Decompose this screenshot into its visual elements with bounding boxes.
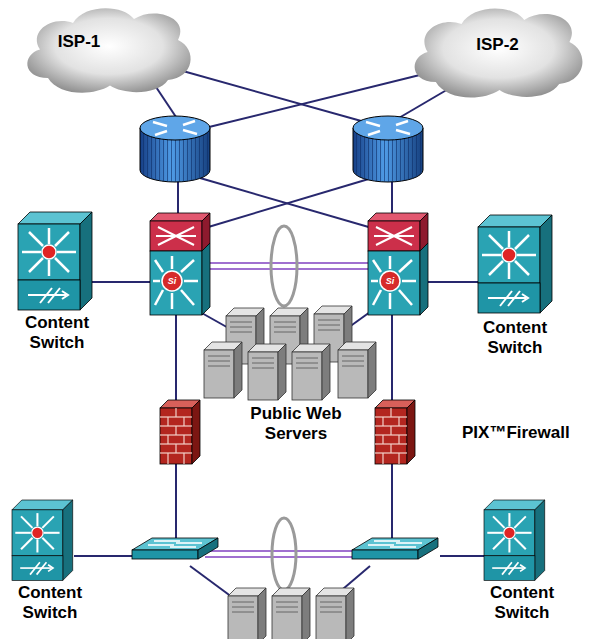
content-switch: [484, 500, 545, 580]
content-switch: [478, 215, 552, 313]
device-name: Content Switch: [2, 583, 98, 624]
device-name: Content Switch: [7, 313, 107, 354]
internal-servers: [228, 588, 354, 639]
router: [140, 116, 210, 182]
trunk-link: [205, 556, 360, 558]
device-name: Content Switch: [474, 583, 570, 624]
content-switch: [12, 500, 73, 580]
core-switch: [368, 213, 428, 315]
group-label: Public Web Servers: [240, 404, 352, 445]
wire: [86, 281, 150, 283]
isp-name: ISP-2: [476, 35, 519, 55]
wire: [440, 555, 485, 557]
wire: [175, 460, 177, 548]
device-label: Content Switch: [7, 313, 107, 354]
module-badge: Si: [386, 276, 395, 287]
device-name: Content Switch: [465, 318, 565, 359]
cloud-outline: [27, 8, 190, 93]
cloud-outline: [415, 8, 583, 97]
wire: [391, 460, 393, 548]
wire: [74, 555, 134, 557]
firewall: [160, 400, 200, 464]
device-label: Content Switch: [2, 583, 98, 624]
device-label: Content Switch: [474, 583, 570, 624]
core-switch: [150, 213, 210, 315]
isp-name: ISP-1: [58, 32, 101, 52]
module-badge: Si: [168, 276, 177, 287]
device-label: Content Switch: [465, 318, 565, 359]
group-label: PIX™Firewall: [462, 423, 570, 443]
cloud-shape: [18, 2, 198, 97]
wire: [175, 315, 177, 410]
wire: [391, 315, 393, 410]
content-switch: [18, 212, 92, 310]
wire: [428, 281, 480, 283]
etherchannel-ring: [272, 518, 296, 590]
wire: [205, 178, 372, 228]
firewall: [375, 400, 415, 464]
workgroup-switch: [352, 538, 438, 559]
wires: [74, 66, 485, 600]
isp-cloud: ISP-2: [405, 2, 590, 102]
public-web-servers: [204, 306, 376, 400]
router: [353, 116, 423, 182]
workgroup-switch: [132, 538, 218, 559]
isp-cloud: ISP-1: [18, 2, 198, 97]
trunk-links: [205, 263, 370, 557]
wire: [200, 178, 372, 228]
trunk-link: [205, 262, 370, 264]
trunk-link: [205, 550, 360, 552]
trunk-link: [205, 268, 370, 270]
etherchannel-ring: [271, 226, 297, 306]
